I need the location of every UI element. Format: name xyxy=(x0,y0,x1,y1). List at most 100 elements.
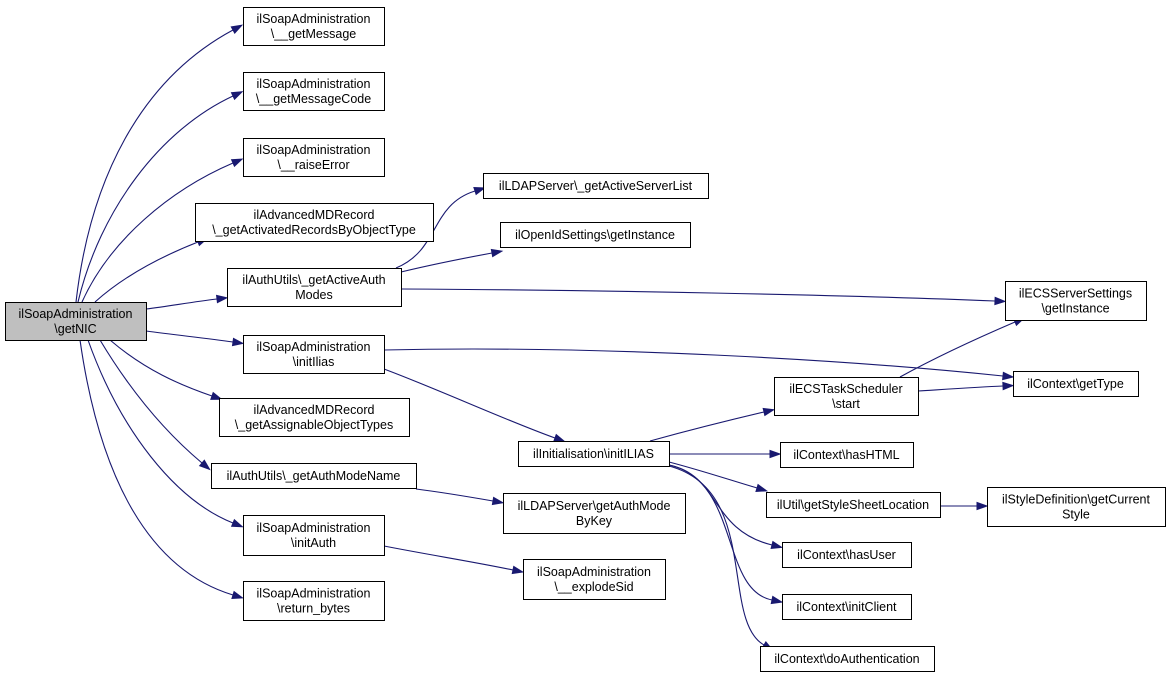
node-label-line: ilSoapAdministration xyxy=(257,340,371,354)
node-label-line: ilStyleDefinition\getCurrent xyxy=(1002,493,1151,507)
node-raise-error[interactable]: ilSoapAdministration\__raiseError xyxy=(243,138,385,177)
node-label-line: ilLDAPServer\getAuthMode xyxy=(518,499,671,513)
edge-arrowhead xyxy=(1002,371,1015,381)
node-box xyxy=(518,441,670,467)
node-box xyxy=(760,646,935,672)
node-get-style-sheet-location[interactable]: ilUtil\getStyleSheetLocation xyxy=(766,492,941,518)
node-box xyxy=(780,442,914,468)
edge-getNIC-to-getMessageCode xyxy=(77,91,244,303)
node-box xyxy=(243,72,385,111)
edge-arrowhead xyxy=(491,496,505,506)
edge-arrowhead xyxy=(231,590,244,599)
node-get-message[interactable]: ilSoapAdministration\__getMessage xyxy=(243,7,385,46)
node-label-line: \initIlias xyxy=(293,355,335,369)
edge-arrowhead xyxy=(490,248,504,258)
node-box xyxy=(782,542,912,568)
edge-arrowhead xyxy=(230,518,244,528)
node-label-line: ilAuthUtils\_getAuthModeName xyxy=(227,469,401,483)
node-label-line: ilECSTaskScheduler xyxy=(789,382,902,396)
edge-arrowhead xyxy=(198,459,211,471)
edge-getNIC-to-getAuthModeName xyxy=(99,339,211,471)
edge-line xyxy=(649,411,765,442)
node-get-activated-records[interactable]: ilAdvancedMDRecord\_getActivatedRecordsB… xyxy=(195,203,434,242)
node-init-i-l-i-a-s[interactable]: ilInitialisation\initILIAS xyxy=(518,441,670,467)
node-label-line: ilContext\doAuthentication xyxy=(774,652,919,666)
node-box xyxy=(243,138,385,177)
node-box xyxy=(987,487,1166,527)
node-open-id-get-instance[interactable]: ilOpenIdSettings\getInstance xyxy=(500,222,691,248)
node-label-line: ilSoapAdministration xyxy=(257,77,371,91)
node-has-user[interactable]: ilContext\hasUser xyxy=(782,542,912,568)
node-label-line: ilAdvancedMDRecord xyxy=(254,403,375,417)
node-init-ilias[interactable]: ilSoapAdministration\initIlias xyxy=(243,335,385,374)
edge-arrowhead xyxy=(210,391,223,400)
edge-initILIAS-to-getStyleSheetLocation xyxy=(668,461,768,492)
node-init-client[interactable]: ilContext\initClient xyxy=(782,594,912,620)
node-label-line: ilContext\initClient xyxy=(796,600,897,614)
node-label-line: ilSoapAdministration xyxy=(257,587,371,601)
node-label-line: ilContext\hasHTML xyxy=(793,448,899,462)
node-label-line: \_getActivatedRecordsByObjectType xyxy=(212,223,416,237)
edge-line xyxy=(94,241,199,303)
node-return-bytes[interactable]: ilSoapAdministration\return_bytes xyxy=(243,581,385,621)
node-ecs-get-instance[interactable]: ilECSServerSettings\getInstance xyxy=(1005,281,1147,321)
edge-line xyxy=(383,348,1004,377)
node-get-auth-mode-name[interactable]: ilAuthUtils\_getAuthModeName xyxy=(211,463,417,489)
node-do-authentication[interactable]: ilContext\doAuthentication xyxy=(760,646,935,672)
node-box xyxy=(219,398,410,437)
node-get-n-i-c[interactable]: ilSoapAdministration\getNIC xyxy=(5,302,147,341)
node-init-auth[interactable]: ilSoapAdministration\initAuth xyxy=(243,515,385,556)
nodes-layer: ilSoapAdministration\getNIC ilSoapAdminis… xyxy=(5,7,1166,672)
edge-line xyxy=(395,190,476,269)
edge-getNIC-to-returnBytes xyxy=(79,339,244,599)
edge-line xyxy=(415,488,494,502)
node-has-h-t-m-l[interactable]: ilContext\hasHTML xyxy=(780,442,914,468)
edge-initIlias-to-getType xyxy=(383,348,1015,381)
edge-line xyxy=(145,330,234,343)
node-get-active-server-list[interactable]: ilLDAPServer\_getActiveServerList xyxy=(483,173,709,199)
node-label-line: \__raiseError xyxy=(277,158,349,172)
node-get-type[interactable]: ilContext\getType xyxy=(1013,371,1139,397)
node-label-line: ilSoapAdministration xyxy=(537,565,651,579)
node-explode-sid[interactable]: ilSoapAdministration\__explodeSid xyxy=(523,559,666,600)
edge-getNIC-to-getActiveAuthModes xyxy=(145,294,229,310)
edge-line xyxy=(383,368,556,439)
edge-arrowhead xyxy=(770,595,784,605)
node-get-message-code[interactable]: ilSoapAdministration\__getMessageCode xyxy=(243,72,385,111)
node-box xyxy=(523,559,666,600)
edge-arrowhead xyxy=(230,24,244,35)
node-get-assignable-types[interactable]: ilAdvancedMDRecord\_getAssignableObjectT… xyxy=(219,398,410,437)
edge-initIlias-to-initILIAS xyxy=(383,368,566,442)
edge-line xyxy=(87,339,234,524)
edge-line xyxy=(899,321,1016,378)
edge-line xyxy=(668,465,765,646)
node-label-line: ilSoapAdministration xyxy=(257,521,371,535)
node-box xyxy=(243,581,385,621)
edge-initILIAS-to-hasHTML xyxy=(669,449,782,459)
edge-getActiveAuthModes-to-openIdGetInstance xyxy=(400,248,504,273)
node-label-line: \initAuth xyxy=(291,536,336,550)
edge-initILIAS-to-initClient xyxy=(668,464,784,605)
node-box xyxy=(766,492,941,518)
edge-line xyxy=(77,95,234,303)
node-box xyxy=(5,302,147,341)
edge-line xyxy=(383,545,514,571)
edge-arrowhead xyxy=(553,433,566,442)
node-label-line: \__explodeSid xyxy=(554,580,633,594)
edge-line xyxy=(75,29,234,303)
edge-getNIC-to-getAssignableTypes xyxy=(109,339,223,400)
node-ecs-task-start[interactable]: ilECSTaskScheduler\start xyxy=(774,377,919,416)
edge-initILIAS-to-ecsTaskStart xyxy=(649,407,776,442)
edge-line xyxy=(145,298,218,310)
node-label-line: \_getAssignableObjectTypes xyxy=(235,418,393,432)
node-label-line: ilUtil\getStyleSheetLocation xyxy=(777,498,929,512)
edge-getNIC-to-initIlias xyxy=(145,330,245,347)
node-label-line: ilOpenIdSettings\getInstance xyxy=(515,228,675,242)
node-label-line: ilLDAPServer\_getActiveServerList xyxy=(499,179,693,193)
node-label-line: \start xyxy=(832,397,860,411)
edge-arrowhead xyxy=(755,483,768,492)
